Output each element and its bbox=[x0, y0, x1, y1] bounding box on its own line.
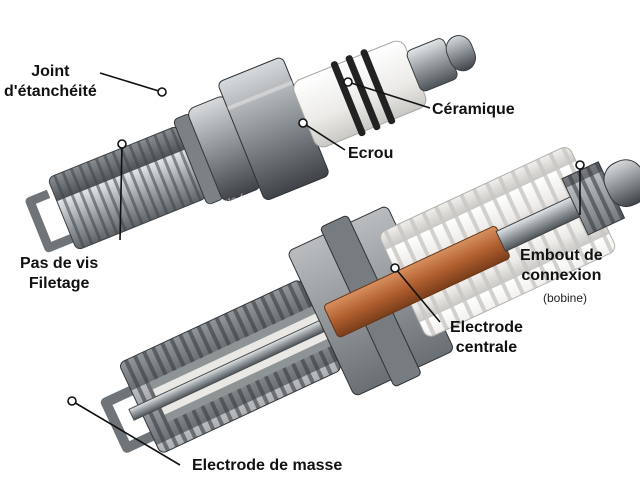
label-joint-line-2: d'étanchéité bbox=[4, 83, 97, 100]
label-ceramique: Céramique bbox=[432, 101, 515, 118]
label-bobine: (bobine) bbox=[543, 291, 588, 305]
label-electrode-centrale-line-2: centrale bbox=[455, 339, 518, 356]
ecrou-marker bbox=[298, 118, 308, 128]
leader-lines bbox=[67, 72, 585, 466]
electrode-masse-marker bbox=[67, 396, 77, 406]
label-joint: Joint d'étanchéité bbox=[4, 62, 97, 102]
pas-marker bbox=[117, 139, 127, 149]
electrode-centrale-marker bbox=[390, 263, 400, 273]
label-embout-line-1: Embout de bbox=[520, 247, 603, 264]
label-pas-line-2: Filetage bbox=[28, 275, 90, 292]
embout-marker bbox=[575, 160, 585, 170]
plug-cutaway bbox=[100, 147, 640, 453]
label-electrode-centrale-line-1: Electrode bbox=[450, 319, 523, 336]
label-embout-line-2: connexion bbox=[521, 267, 602, 284]
ceramique-marker bbox=[343, 77, 353, 87]
plug-whole bbox=[25, 35, 476, 253]
label-pas-line-1: Pas de vis bbox=[20, 255, 99, 272]
label-pas-de-vis: Pas de vis Filetage bbox=[20, 254, 98, 294]
label-electrode-centrale: Electrode centrale bbox=[450, 318, 523, 358]
joint-marker bbox=[157, 87, 167, 97]
label-embout: Embout de connexion bbox=[520, 246, 603, 286]
label-joint-line-1: Joint bbox=[31, 63, 70, 80]
label-electrode-masse: Electrode de masse bbox=[192, 457, 343, 474]
label-ecrou: Ecrou bbox=[348, 145, 394, 162]
